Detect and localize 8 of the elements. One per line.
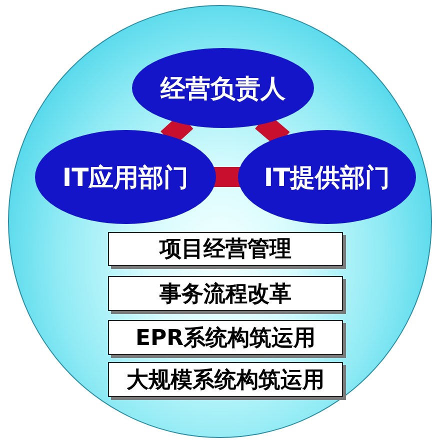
task-box: EPR系统构筑运用 bbox=[108, 320, 343, 355]
task-box: 大规模系统构筑运用 bbox=[108, 362, 343, 397]
task-box: 项目经营管理 bbox=[108, 232, 343, 266]
role-ellipse: 经营负责人 bbox=[132, 48, 314, 128]
connector-bar bbox=[212, 167, 242, 187]
department-ellipse: IT应用部门 bbox=[35, 130, 216, 224]
task-box: 事务流程改革 bbox=[108, 276, 343, 311]
department-ellipse: IT提供部门 bbox=[238, 130, 416, 224]
